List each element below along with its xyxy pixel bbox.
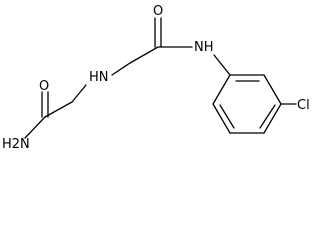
bond-c1-nh2 [24,116,46,139]
atom-amide-nh: NH [194,40,214,55]
atom-amine-nh: HN [89,70,109,85]
atom-oxygen-left: O [39,79,49,94]
atom-amine-nh2: H2N [2,137,30,152]
atom-chlorine: Cl [297,98,310,113]
ring-bond-6 [212,74,231,105]
ring-bond-3 [263,103,282,134]
bond-ch2-nh [71,84,87,103]
atom-oxygen-right: O [153,4,163,19]
ring-double-2 [259,104,276,129]
bond-nh-ring [213,54,231,76]
bond-nh-ch2b [111,62,131,76]
bond-c1-ch2 [44,101,73,118]
bond-ch2b-c2 [129,46,159,64]
ring-bond-2 [263,74,282,105]
ring-double-3 [219,104,235,129]
molecule-structure: O H2N HN O NH Cl [2,4,310,152]
ring-bond-5 [212,103,231,134]
